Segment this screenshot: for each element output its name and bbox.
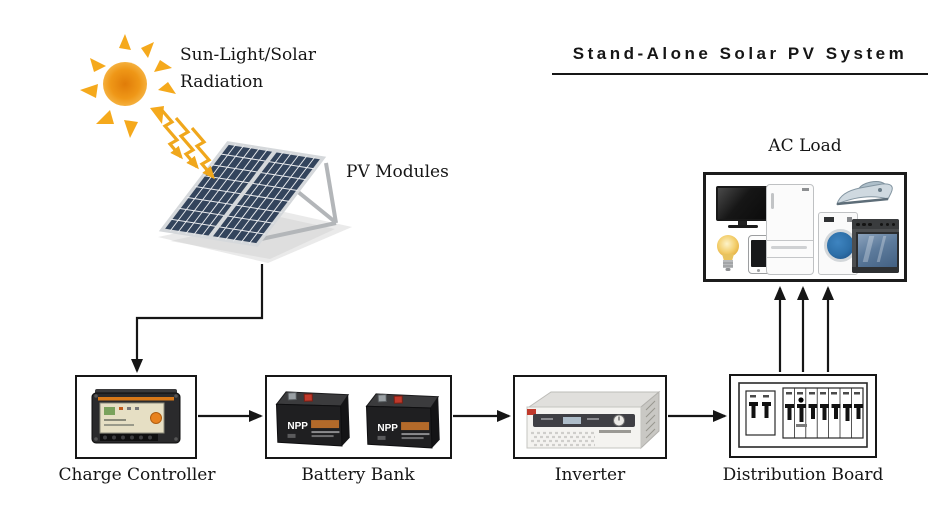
tv-icon <box>716 186 770 229</box>
inverter-box <box>513 375 667 459</box>
inverter-label: Inverter <box>554 465 626 485</box>
sun-label-line2: Radiation <box>180 72 264 92</box>
sun-label-line1: Sun-Light/Solar <box>180 45 316 65</box>
pv-modules-icon <box>130 125 390 285</box>
distribution-board-icon <box>738 382 868 448</box>
stove-icon <box>852 219 899 273</box>
battery-bank-label: Battery Bank <box>301 465 415 485</box>
iron-icon <box>836 181 893 206</box>
pv-modules-label: PV Modules <box>346 162 449 182</box>
charge-controller-icon <box>91 389 181 444</box>
battery-icon: NPP <box>275 391 350 447</box>
battery-icon: NPP <box>365 393 440 449</box>
distribution-board-box <box>729 374 877 458</box>
light-bulb-icon <box>717 235 739 271</box>
ac-load-box <box>703 172 907 282</box>
washing-machine-icon <box>818 212 858 275</box>
ac-load-label: AC Load <box>768 136 842 156</box>
refrigerator-icon <box>766 184 814 275</box>
charge-controller-label: Charge Controller <box>58 465 216 485</box>
distribution-board-label: Distribution Board <box>722 465 884 485</box>
sun-label: Sun-Light/Solar Radiation <box>180 42 316 96</box>
battery-brand-text: NPP <box>377 423 398 434</box>
page-title: Stand-Alone Solar PV System <box>552 44 928 75</box>
charge-controller-box <box>75 375 197 459</box>
battery-brand-text: NPP <box>287 421 308 432</box>
battery-bank-box: NPP NPP <box>265 375 452 459</box>
inverter-icon <box>526 390 661 450</box>
